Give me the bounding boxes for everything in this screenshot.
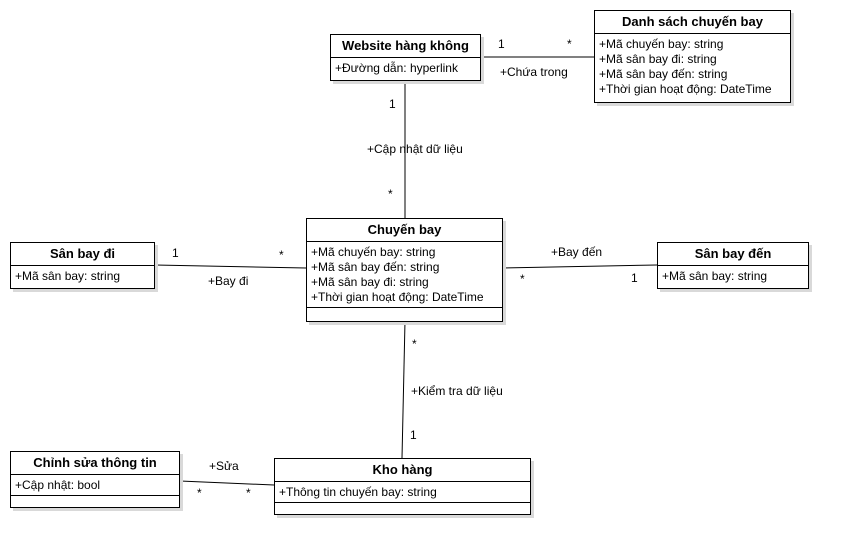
class-name: Website hàng không — [331, 35, 480, 58]
line-sanbaydi-chuyenbay — [154, 264, 307, 269]
class-name: Sân bay đi — [11, 243, 154, 266]
attribute: +Mã sân bay đến: string — [311, 260, 440, 274]
attribute: +Mã sân bay đi: string — [311, 275, 429, 289]
attribute: +Thời gian hoạt động: DateTime — [311, 290, 484, 304]
class-operations — [275, 503, 530, 511]
mult-chinhsua-a: * — [197, 486, 202, 500]
mult-sanbayden-a: * — [520, 272, 525, 286]
class-attributes: +Mã sân bay: string — [658, 266, 808, 286]
line-chinhsua-khohang — [179, 480, 275, 486]
attribute: +Mã chuyến bay: string — [599, 37, 724, 51]
attribute: +Mã sân bay đi: string — [599, 52, 717, 66]
class-attributes: +Cập nhật: bool — [11, 475, 179, 496]
attribute: +Mã chuyến bay: string — [311, 245, 436, 259]
class-sanbayden[interactable]: Sân bay đến +Mã sân bay: string — [657, 242, 809, 289]
mult-khohang-a: * — [412, 337, 417, 351]
mult-website-chuyenbay-b: * — [388, 187, 393, 201]
attribute: +Mã sân bay: string — [662, 269, 768, 283]
class-operations — [307, 308, 502, 316]
line-chuyenbay-sanbayden — [501, 264, 658, 269]
attribute: +Cập nhật: bool — [15, 478, 101, 492]
assoc-label-bay-den: +Bay đến — [551, 245, 603, 259]
mult-sanbaydi-a: 1 — [172, 246, 179, 260]
assoc-label-kiem-tra: +Kiểm tra dữ liệu — [411, 384, 503, 398]
assoc-label-bay-di: +Bay đi — [208, 274, 249, 288]
class-chinhsua[interactable]: Chỉnh sửa thông tin +Cập nhật: bool — [10, 451, 180, 508]
class-attributes: +Mã chuyến bay: string +Mã sân bay đi: s… — [595, 34, 790, 99]
class-name: Sân bay đến — [658, 243, 808, 266]
class-name: Chỉnh sửa thông tin — [11, 452, 179, 475]
mult-website-chuyenbay-a: 1 — [389, 97, 396, 111]
class-attributes: +Đường dẫn: hyperlink — [331, 58, 480, 78]
class-danhsach[interactable]: Danh sách chuyến bay +Mã chuyến bay: str… — [594, 10, 791, 103]
attribute: +Mã sân bay: string — [15, 269, 121, 283]
class-operations — [11, 496, 179, 504]
assoc-label-chua-trong: +Chứa trong — [500, 65, 568, 79]
mult-website-danhsach-b: * — [567, 37, 572, 51]
mult-website-danhsach-a: 1 — [498, 37, 505, 51]
line-chuyenbay-khohang — [401, 320, 406, 459]
class-khohang[interactable]: Kho hàng +Thông tin chuyến bay: string — [274, 458, 531, 515]
assoc-label-sua: +Sửa — [209, 459, 239, 473]
mult-khohang-b: 1 — [410, 428, 417, 442]
class-attributes: +Mã sân bay: string — [11, 266, 154, 286]
class-name: Danh sách chuyến bay — [595, 11, 790, 34]
class-chuyenbay[interactable]: Chuyến bay +Mã chuyến bay: string +Mã sâ… — [306, 218, 503, 322]
attribute: +Thời gian hoạt động: DateTime — [599, 82, 772, 96]
class-sanbaydi[interactable]: Sân bay đi +Mã sân bay: string — [10, 242, 155, 289]
mult-chinhsua-b: * — [246, 486, 251, 500]
class-name: Chuyến bay — [307, 219, 502, 242]
attribute: +Đường dẫn: hyperlink — [335, 61, 458, 75]
attribute: +Thông tin chuyến bay: string — [279, 485, 437, 499]
class-attributes: +Thông tin chuyến bay: string — [275, 482, 530, 503]
class-name: Kho hàng — [275, 459, 530, 482]
class-attributes: +Mã chuyến bay: string +Mã sân bay đến: … — [307, 242, 502, 308]
assoc-label-cap-nhat: +Cập nhật dữ liệu — [367, 142, 463, 156]
class-website[interactable]: Website hàng không +Đường dẫn: hyperlink — [330, 34, 481, 81]
mult-sanbaydi-b: * — [279, 248, 284, 262]
mult-sanbayden-b: 1 — [631, 271, 638, 285]
attribute: +Mã sân bay đến: string — [599, 67, 728, 81]
